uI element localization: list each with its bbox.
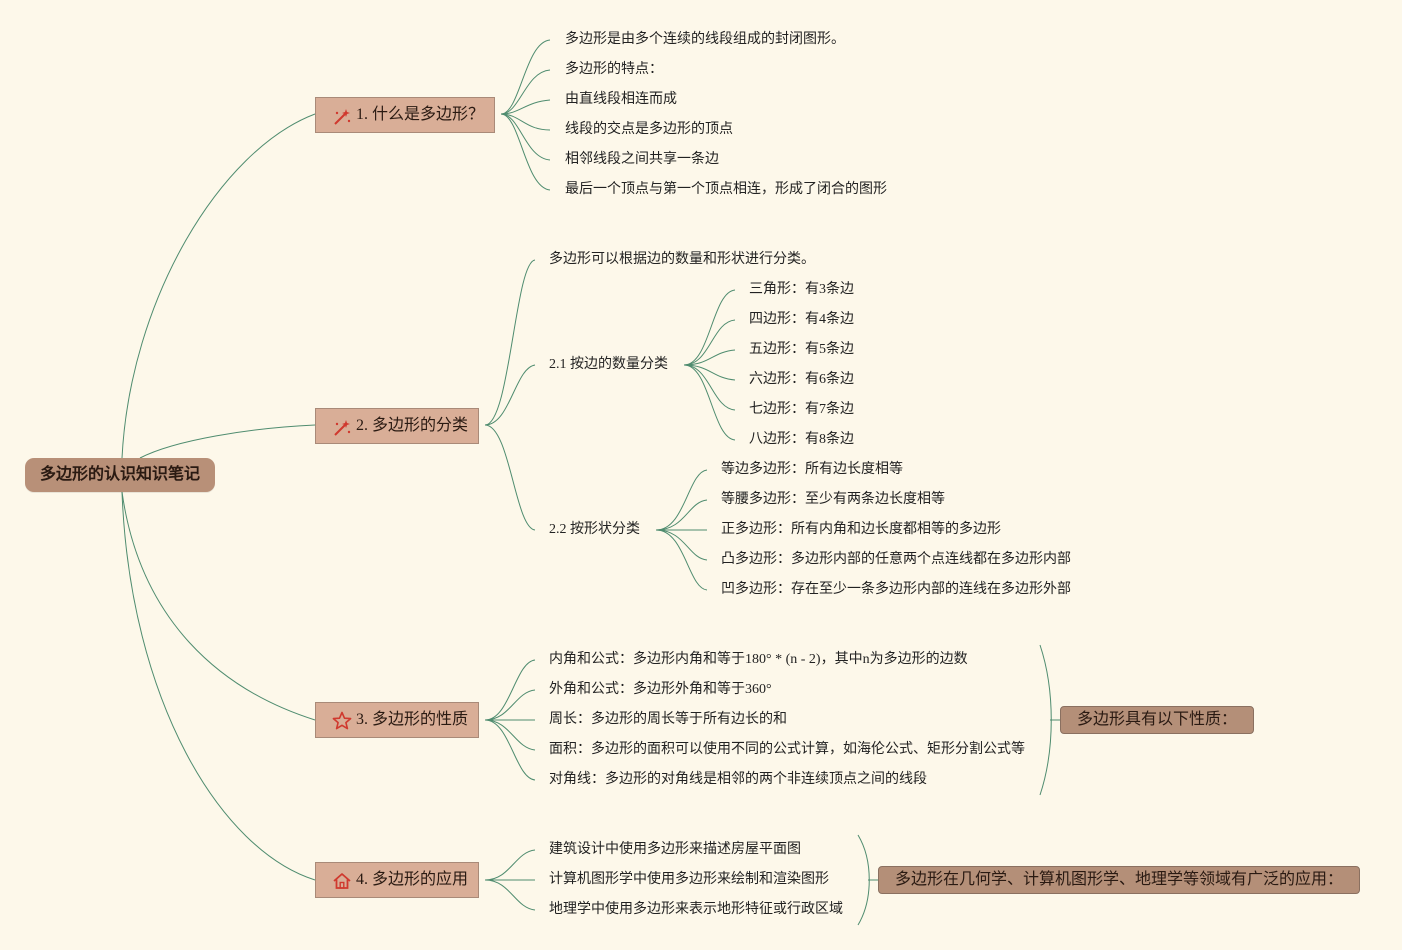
leaf-item[interactable]: 外角和公式：多边形外角和等于360° bbox=[549, 682, 772, 697]
home-icon bbox=[332, 871, 352, 891]
branch-label: 1. 什么是多边形？ bbox=[356, 106, 485, 123]
leaf-item[interactable]: 多边形的特点： bbox=[565, 62, 663, 77]
leaf-item[interactable]: 等边多边形：所有边长度相等 bbox=[721, 462, 903, 477]
branch-properties[interactable]: 3. 多边形的性质 bbox=[315, 702, 480, 738]
leaf-item[interactable]: 凸多边形：多边形内部的任意两个点连线都在多边形内部 bbox=[721, 552, 1071, 567]
summary-properties[interactable]: 多边形具有以下性质： bbox=[1060, 706, 1255, 734]
branch-label: 4. 多边形的应用 bbox=[356, 871, 469, 888]
branch-label: 2. 多边形的分类 bbox=[356, 417, 469, 434]
summary-applications[interactable]: 多边形在几何学、计算机图形学、地理学等领域有广泛的应用： bbox=[878, 866, 1361, 894]
branch-applications[interactable]: 4. 多边形的应用 bbox=[315, 862, 480, 898]
leaf-item[interactable]: 计算机图形学中使用多边形来绘制和渲染图形 bbox=[549, 872, 829, 887]
leaf-item[interactable]: 周长：多边形的周长等于所有边长的和 bbox=[549, 712, 787, 727]
leaf-item[interactable]: 多边形是由多个连续的线段组成的封闭图形。 bbox=[565, 32, 845, 47]
sub-topic-by-shape[interactable]: 2.2 按形状分类 bbox=[549, 522, 640, 537]
magic-wand-icon bbox=[332, 417, 352, 437]
leaf-item[interactable]: 五边形：有5条边 bbox=[749, 342, 854, 357]
leaf-item[interactable]: 由直线段相连而成 bbox=[565, 92, 677, 107]
leaf-item[interactable]: 内角和公式：多边形内角和等于180° * (n - 2)，其中n为多边形的边数 bbox=[549, 652, 968, 667]
branch-what-is-polygon[interactable]: 1. 什么是多边形？ bbox=[315, 97, 496, 133]
leaf-item[interactable]: 对角线：多边形的对角线是相邻的两个非连续顶点之间的线段 bbox=[549, 772, 927, 787]
leaf-item[interactable]: 凹多边形：存在至少一条多边形内部的连线在多边形外部 bbox=[721, 582, 1071, 597]
leaf-item[interactable]: 六边形：有6条边 bbox=[749, 372, 854, 387]
leaf-item[interactable]: 线段的交点是多边形的顶点 bbox=[565, 122, 733, 137]
leaf-item[interactable]: 相邻线段之间共享一条边 bbox=[565, 152, 719, 167]
sub-topic-by-sides[interactable]: 2.1 按边的数量分类 bbox=[549, 357, 668, 372]
branch-classification[interactable]: 2. 多边形的分类 bbox=[315, 408, 480, 444]
branch-label: 3. 多边形的性质 bbox=[356, 711, 469, 728]
leaf-item[interactable]: 三角形：有3条边 bbox=[749, 282, 854, 297]
leaf-item[interactable]: 建筑设计中使用多边形来描述房屋平面图 bbox=[549, 842, 801, 857]
leaf-item[interactable]: 最后一个顶点与第一个顶点相连，形成了闭合的图形 bbox=[565, 182, 887, 197]
leaf-item[interactable]: 四边形：有4条边 bbox=[749, 312, 854, 327]
leaf-item[interactable]: 地理学中使用多边形来表示地形特征或行政区域 bbox=[549, 902, 843, 917]
leaf-item[interactable]: 面积：多边形的面积可以使用不同的公式计算，如海伦公式、矩形分割公式等 bbox=[549, 742, 1025, 757]
leaf-item[interactable]: 等腰多边形：至少有两条边长度相等 bbox=[721, 492, 945, 507]
leaf-item[interactable]: 八边形：有8条边 bbox=[749, 432, 854, 447]
magic-wand-icon bbox=[332, 106, 352, 126]
leaf-item[interactable]: 多边形可以根据边的数量和形状进行分类。 bbox=[549, 252, 815, 267]
leaf-item[interactable]: 正多边形：所有内角和边长度都相等的多边形 bbox=[721, 522, 1001, 537]
leaf-item[interactable]: 七边形：有7条边 bbox=[749, 402, 854, 417]
root-topic[interactable]: 多边形的认识知识笔记 bbox=[25, 458, 215, 492]
star-icon bbox=[332, 711, 352, 731]
